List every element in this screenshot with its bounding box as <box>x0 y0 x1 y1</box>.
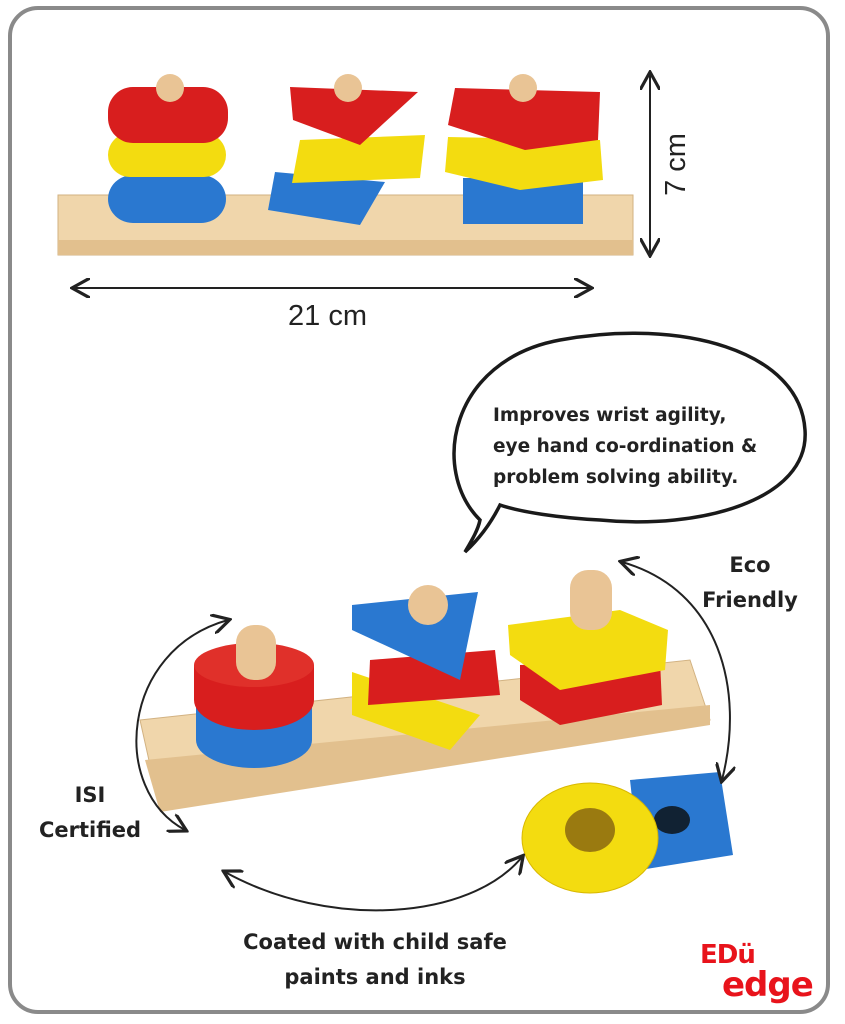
triangle-stack <box>352 585 500 750</box>
height-label: 7 cm <box>659 133 692 196</box>
square-stack <box>445 74 603 224</box>
isi-arrow <box>135 620 228 830</box>
coated-line: paints and inks <box>284 965 466 989</box>
logo-line: edge <box>722 965 814 1005</box>
isi-certified-label: ISI Certified <box>25 778 155 848</box>
eco-line: Friendly <box>702 588 798 612</box>
toy-front-view <box>57 74 634 256</box>
coated-line: Coated with child safe <box>243 930 507 954</box>
circle-stack <box>108 74 228 223</box>
isi-line: ISI <box>74 783 106 807</box>
bubble-text: Improves wrist agility, eye hand co-ordi… <box>493 400 757 493</box>
logo-line: EDü <box>700 940 756 970</box>
triangle-stack <box>268 74 425 225</box>
bubble-line: eye hand co-ordination & <box>493 436 758 457</box>
eco-friendly-label: Eco Friendly <box>690 548 810 618</box>
speech-bubble <box>452 331 807 554</box>
eco-line: Eco <box>729 553 771 577</box>
isi-line: Certified <box>38 818 142 842</box>
toy-angled-view <box>139 570 733 894</box>
image-frame <box>8 6 830 1014</box>
bubble-line: Improves wrist agility, <box>493 405 727 426</box>
eco-arrow <box>622 562 730 780</box>
coated-label: Coated with child safe paints and inks <box>215 925 535 995</box>
eduedge-logo: EDü edge <box>700 940 814 1005</box>
square-stack <box>508 570 668 725</box>
coated-arrow <box>225 857 522 912</box>
loose-pieces <box>521 772 733 894</box>
circle-stack <box>194 625 314 768</box>
bubble-line: problem solving ability. <box>493 467 739 488</box>
width-label: 21 cm <box>288 300 367 332</box>
